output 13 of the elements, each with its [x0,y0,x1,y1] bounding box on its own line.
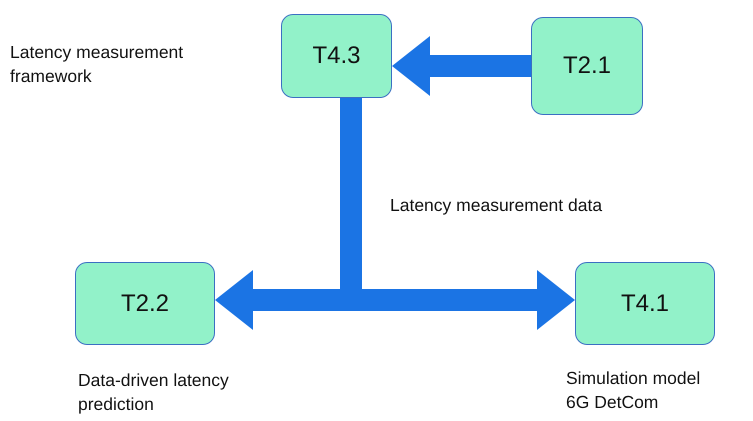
task-description: Data-driven latency prediction [78,369,230,416]
thick-arrow [392,36,531,96]
flow-note: Latency measurement data [390,194,604,217]
flow-note: Latency measurement framework [10,41,184,88]
task-label: T2.1 [562,52,612,80]
task-box [531,17,643,115]
task-description: Simulation model 6G DetCom [566,367,702,414]
task-label: T4.3 [312,42,361,70]
task-label: T2.2 [120,290,170,318]
task-box [75,262,215,345]
task-box [575,262,715,345]
task-box [281,14,392,98]
task-label: T4.1 [620,290,670,318]
